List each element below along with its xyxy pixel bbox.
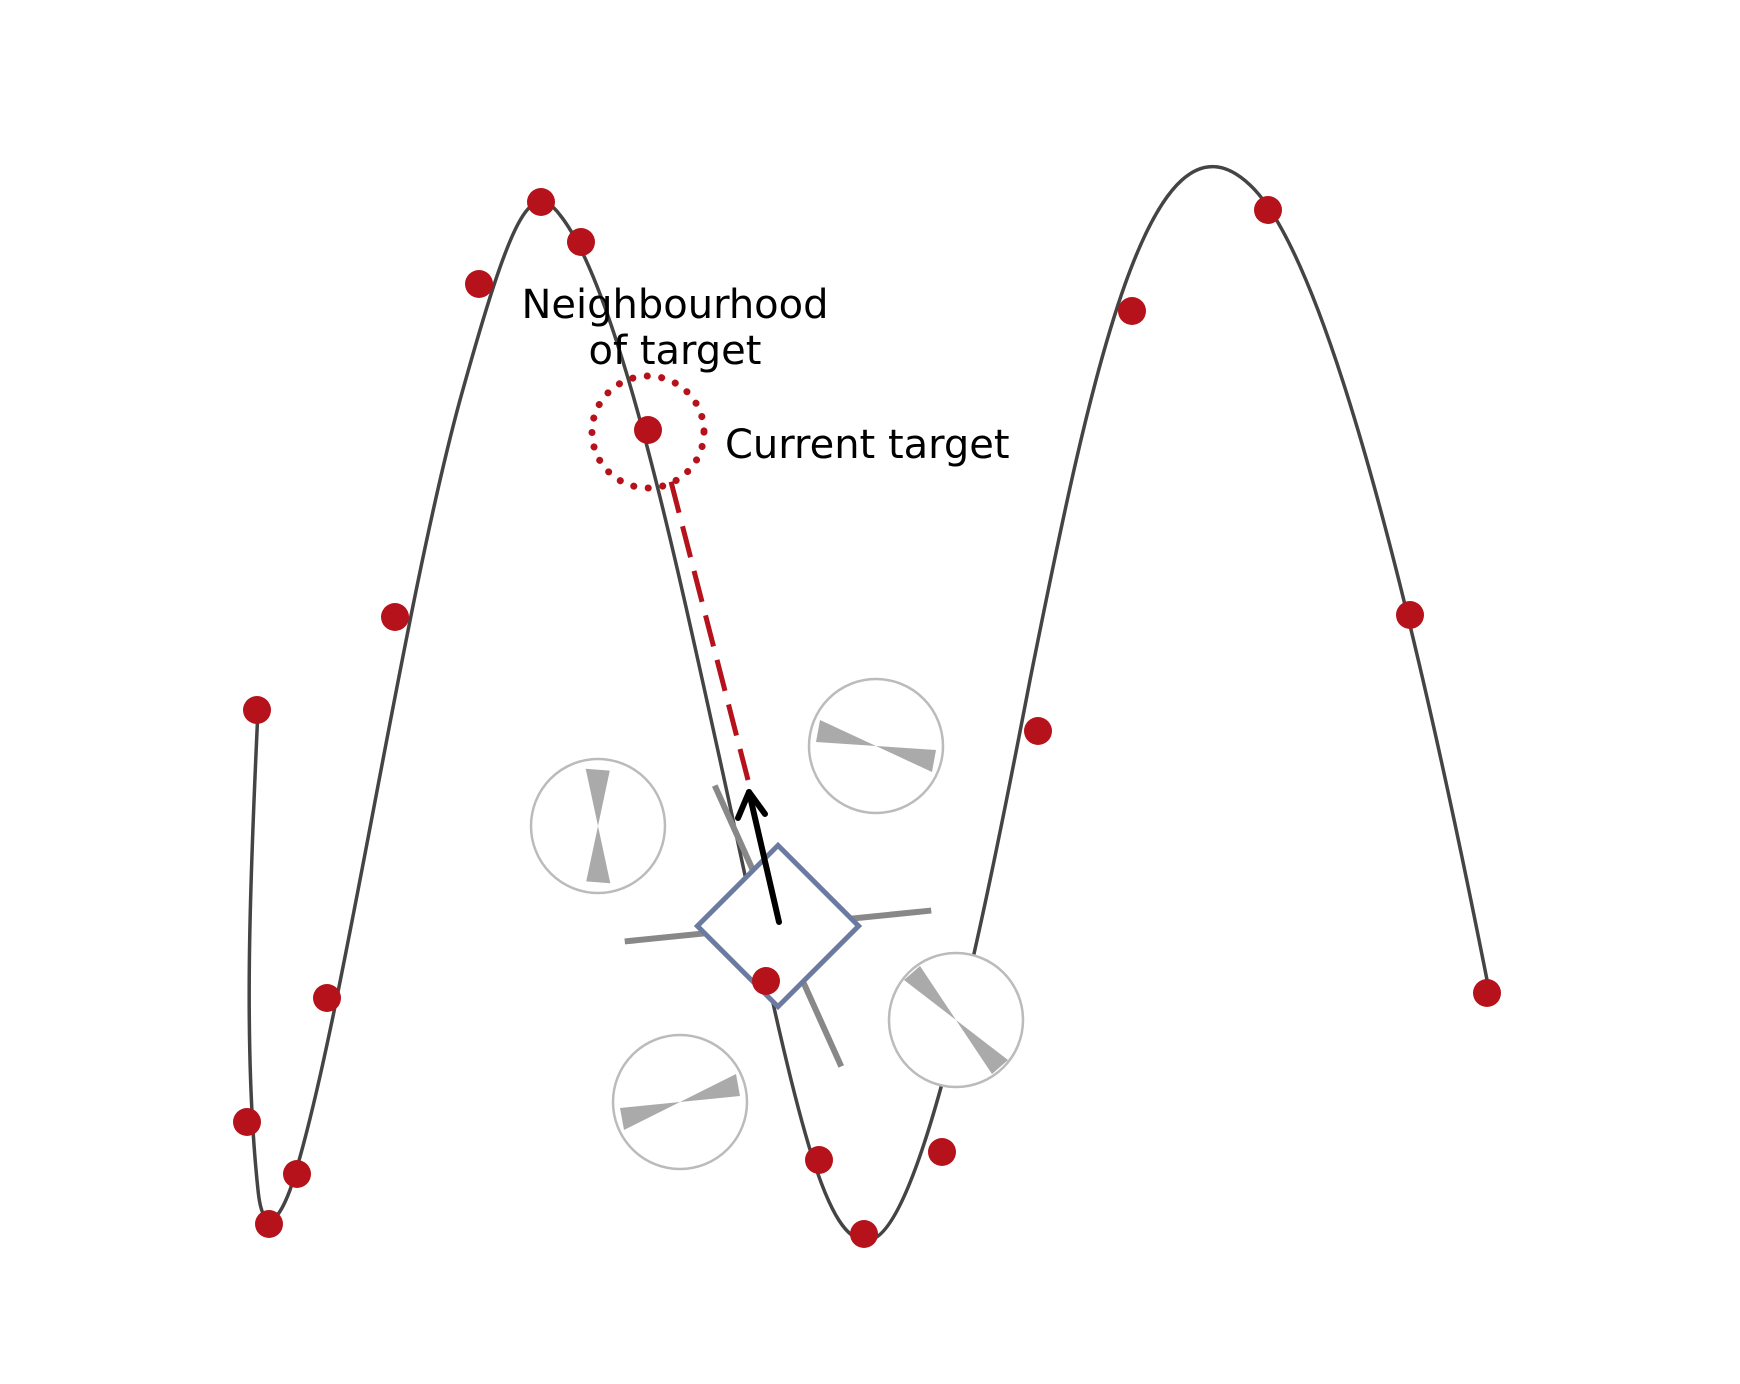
waypoints <box>233 188 1501 1248</box>
quadcopter-drone <box>624 784 932 1068</box>
rotor-top-right <box>807 677 945 815</box>
current-target-label: Current target <box>725 422 1010 468</box>
waypoint <box>243 696 271 724</box>
propeller-icon <box>876 746 936 772</box>
propeller-icon <box>620 1102 680 1130</box>
waypoint <box>1254 196 1282 224</box>
propeller-icon <box>586 826 611 884</box>
drone-to-target-dashed-line <box>665 469 751 781</box>
rotor-bottom-right <box>887 951 1025 1089</box>
current-target-waypoint <box>634 416 662 444</box>
waypoint <box>381 603 409 631</box>
propeller-icon <box>816 720 876 746</box>
drone-body <box>693 841 863 1011</box>
waypoint <box>752 967 780 995</box>
waypoint <box>1024 717 1052 745</box>
propeller-icon <box>904 966 956 1020</box>
heading-arrow-icon <box>735 789 782 925</box>
waypoint <box>527 188 555 216</box>
waypoint <box>928 1138 956 1166</box>
waypoint <box>567 228 595 256</box>
waypoint <box>1396 601 1424 629</box>
waypoint <box>1118 297 1146 325</box>
propeller-icon <box>585 768 610 826</box>
waypoint <box>283 1160 311 1188</box>
waypoint <box>255 1210 283 1238</box>
neighbourhood-label-line2: of target <box>589 328 762 374</box>
waypoint <box>465 270 493 298</box>
target-neighbourhood-circle <box>588 372 708 492</box>
waypoint <box>1473 979 1501 1007</box>
waypoint <box>233 1108 261 1136</box>
propeller-icon <box>956 1020 1008 1074</box>
waypoint <box>805 1146 833 1174</box>
neighbourhood-label-line1: Neighbourhood <box>521 282 828 328</box>
waypoint <box>313 984 341 1012</box>
waypoint <box>850 1220 878 1248</box>
rotor-top-left <box>529 757 667 895</box>
propeller-icon <box>680 1074 740 1102</box>
rotor-bottom-left <box>611 1033 749 1171</box>
